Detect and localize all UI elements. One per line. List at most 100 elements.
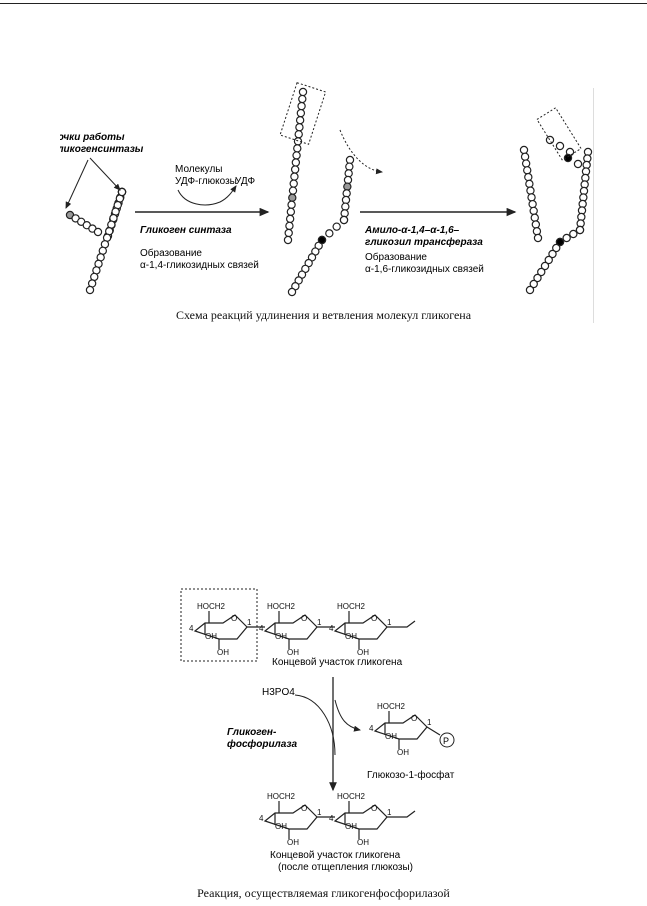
hydroxyl-label: OH bbox=[357, 648, 369, 657]
glucose-ring-1 bbox=[193, 614, 248, 640]
hydroxyl-label: OH bbox=[397, 748, 409, 757]
glucose-residue bbox=[569, 229, 578, 239]
phosphorylase-label-1: Гликоген- bbox=[227, 727, 277, 738]
glucose-residue bbox=[524, 172, 533, 182]
glucose-residue bbox=[529, 279, 538, 289]
glucose-residue bbox=[520, 152, 530, 161]
glucose-residue bbox=[290, 172, 299, 181]
ring-substituent-bonds bbox=[344, 801, 360, 839]
glucose-residue bbox=[297, 101, 306, 111]
alpha16-label-2: α-1,6-гликозидных связей bbox=[365, 264, 484, 275]
top-rule bbox=[0, 3, 647, 4]
glucose-residue bbox=[531, 220, 541, 229]
synthase-points-label-2: гликогенсинтазы bbox=[60, 144, 144, 155]
carbon-1-label: 1 bbox=[317, 808, 322, 817]
carbon-4-label: 4 bbox=[329, 814, 334, 823]
product-arrow bbox=[334, 699, 361, 732]
glucose-residue bbox=[294, 130, 303, 139]
glucose-residue bbox=[555, 141, 565, 151]
carbon-1-label: 1 bbox=[387, 618, 392, 627]
ring-oxygen-label: O bbox=[231, 614, 237, 623]
ring-substituent-bonds bbox=[384, 711, 400, 749]
glucose-residue bbox=[525, 285, 535, 295]
hydroxyl-label: OH bbox=[275, 822, 287, 831]
glucose-residue bbox=[332, 222, 341, 231]
glucose-residue bbox=[296, 108, 306, 118]
glucose-ring-2 bbox=[263, 614, 318, 640]
glucose-residue bbox=[529, 206, 538, 216]
new-branch-box bbox=[536, 107, 582, 161]
phosphorylase-label-2: фосфорилаза bbox=[227, 738, 297, 750]
pointer-arrow-2 bbox=[65, 159, 89, 209]
glucose-residue bbox=[555, 237, 565, 247]
phosphate-label: P bbox=[443, 736, 449, 746]
hoch2-label: HOCH2 bbox=[197, 602, 226, 611]
glucose-1-phosphate-label: Глюкозо-1-фосфат bbox=[367, 769, 455, 781]
glucose-residue bbox=[93, 227, 103, 237]
hoch2-label: HOCH2 bbox=[337, 602, 366, 611]
carbon-1-label: 1 bbox=[427, 718, 432, 727]
glucose-residue bbox=[521, 159, 531, 168]
after-cleavage-label-1: Концевой участок гликогена bbox=[270, 850, 401, 861]
glycogen-synthase-label: Гликоген синтаза bbox=[140, 225, 232, 236]
glucose-residue bbox=[544, 255, 553, 265]
phosphate-circle bbox=[439, 732, 455, 748]
hydroxyl-label: OH bbox=[345, 822, 357, 831]
ring-oxygen-label: O bbox=[371, 804, 377, 813]
pointer-arrow-1 bbox=[89, 157, 121, 191]
glucose-residue bbox=[563, 153, 573, 163]
figure1-caption: Схема реакций удлинения и ветвления моле… bbox=[175, 308, 472, 322]
glucose-residue bbox=[339, 215, 349, 225]
glucose-residue bbox=[537, 267, 546, 277]
glucose-residue bbox=[285, 214, 295, 224]
glycosidic-bonds bbox=[247, 620, 441, 818]
glucose-residue bbox=[290, 165, 300, 174]
carbon-1-label: 1 bbox=[387, 808, 392, 817]
glucose-residue bbox=[573, 159, 583, 169]
glycogen-elongation-diagram: Точки работы гликогенсинтазы Молекулы УД… bbox=[60, 82, 593, 297]
hydroxyl-label: OH bbox=[205, 632, 217, 641]
glucose-residue bbox=[519, 145, 529, 155]
glucose-residue bbox=[526, 186, 535, 195]
ring-substituent-bonds bbox=[274, 611, 290, 649]
glucose-residue bbox=[532, 227, 542, 236]
glucose-residue bbox=[288, 186, 298, 195]
ring-substituent-bonds bbox=[274, 801, 290, 839]
hoch2-label: HOCH2 bbox=[377, 702, 406, 711]
carbon-4-label: 4 bbox=[369, 724, 374, 733]
glucose-residue bbox=[317, 235, 327, 245]
glucose-1-phosphate-ring bbox=[373, 714, 428, 740]
glucose-ring-5 bbox=[333, 804, 388, 830]
transfer-arrow bbox=[339, 129, 383, 175]
ring-oxygen-label: O bbox=[371, 614, 377, 623]
alpha14-label-1: Образование bbox=[140, 247, 202, 259]
hydroxyl-label: OH bbox=[357, 838, 369, 847]
hydroxyl-label: OH bbox=[287, 838, 299, 847]
figure2-caption: Реакция, осуществляемая гликогенфосфорил… bbox=[197, 886, 450, 900]
after-cleavage-label-2: (после отщепления глюкозы) bbox=[278, 862, 413, 873]
glucose-ring-4 bbox=[263, 804, 318, 830]
glucose-residue bbox=[288, 193, 297, 202]
alpha16-label-1: Образование bbox=[365, 251, 427, 263]
cleaved-glucose-box bbox=[180, 588, 258, 662]
glucose-residue bbox=[298, 87, 308, 97]
glucose-residue bbox=[285, 221, 294, 231]
hoch2-label: HOCH2 bbox=[267, 602, 296, 611]
glucose-residue bbox=[283, 235, 293, 245]
hydroxyl-label: OH bbox=[385, 732, 397, 741]
hoch2-label: HOCH2 bbox=[337, 792, 366, 801]
glucose-residue bbox=[287, 287, 297, 297]
glucose-residue bbox=[295, 115, 305, 125]
udp-glucose-label-1: Молекулы bbox=[175, 164, 222, 175]
synthase-points-label-1: Точки работы bbox=[60, 131, 125, 143]
glucose-residue bbox=[295, 123, 304, 132]
glucose-residue bbox=[291, 158, 301, 167]
glucose-residue bbox=[298, 94, 307, 104]
carbon-4-label: 4 bbox=[189, 624, 194, 633]
glucose-residue bbox=[525, 179, 534, 189]
glucose-residue bbox=[284, 228, 293, 238]
glucose-residue bbox=[523, 166, 532, 175]
glucose-residue bbox=[562, 233, 571, 243]
glucose-residue bbox=[292, 151, 301, 160]
udp-glucose-label-2: УДФ-глюкозы bbox=[175, 176, 237, 187]
